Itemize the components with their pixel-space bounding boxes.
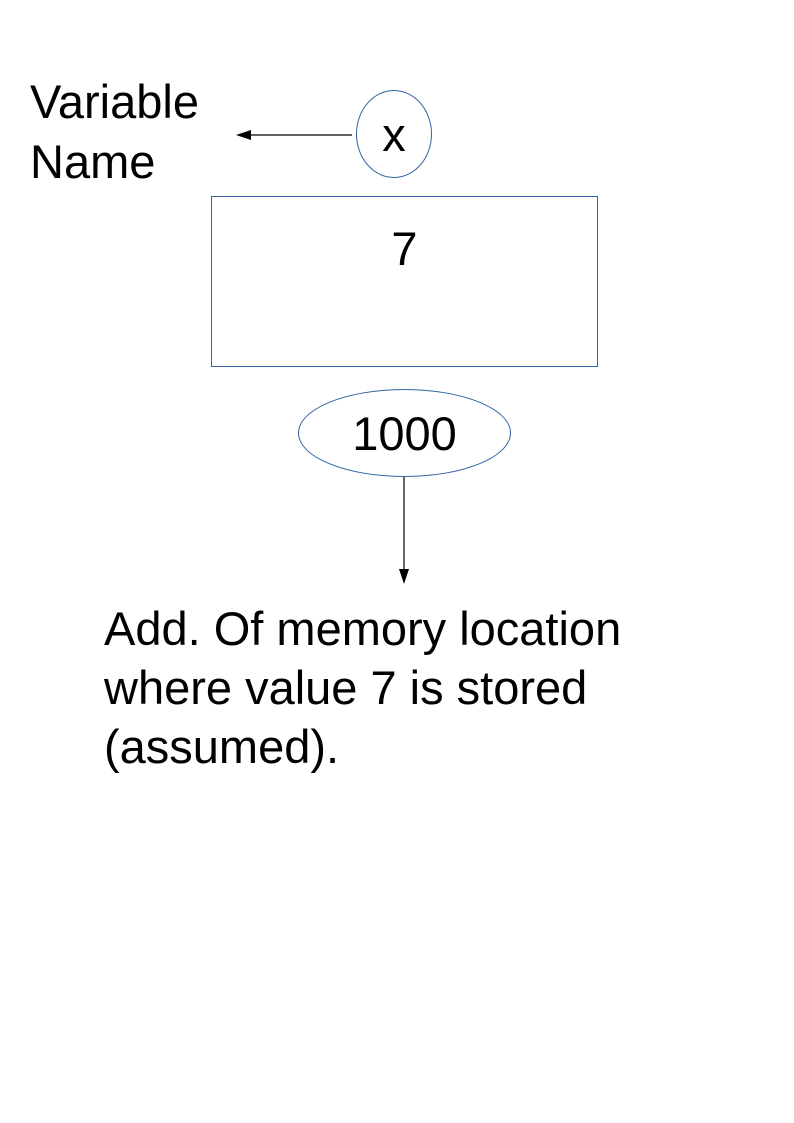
- arrow-to-description: [399, 477, 409, 584]
- variable-name-label-line-1: Variable: [30, 75, 199, 128]
- stored-value-text: 7: [391, 222, 418, 275]
- address-description-line-1: Add. Of memory location: [104, 602, 622, 655]
- address-description-line-2: where value 7 is stored: [104, 661, 588, 714]
- address-description: Add. Of memory location where value 7 is…: [104, 599, 621, 776]
- variable-name-ellipse: x: [356, 90, 432, 178]
- variable-name-label-line-2: Name: [30, 135, 156, 188]
- address-description-line-3: (assumed).: [104, 720, 340, 773]
- variable-name-text: x: [382, 107, 406, 161]
- memory-value-box: 7: [211, 196, 598, 367]
- memory-address-ellipse: 1000: [298, 389, 511, 477]
- memory-address-text: 1000: [352, 406, 457, 460]
- variable-name-label: Variable Name: [30, 72, 199, 192]
- arrow-to-variable-label: [236, 130, 352, 140]
